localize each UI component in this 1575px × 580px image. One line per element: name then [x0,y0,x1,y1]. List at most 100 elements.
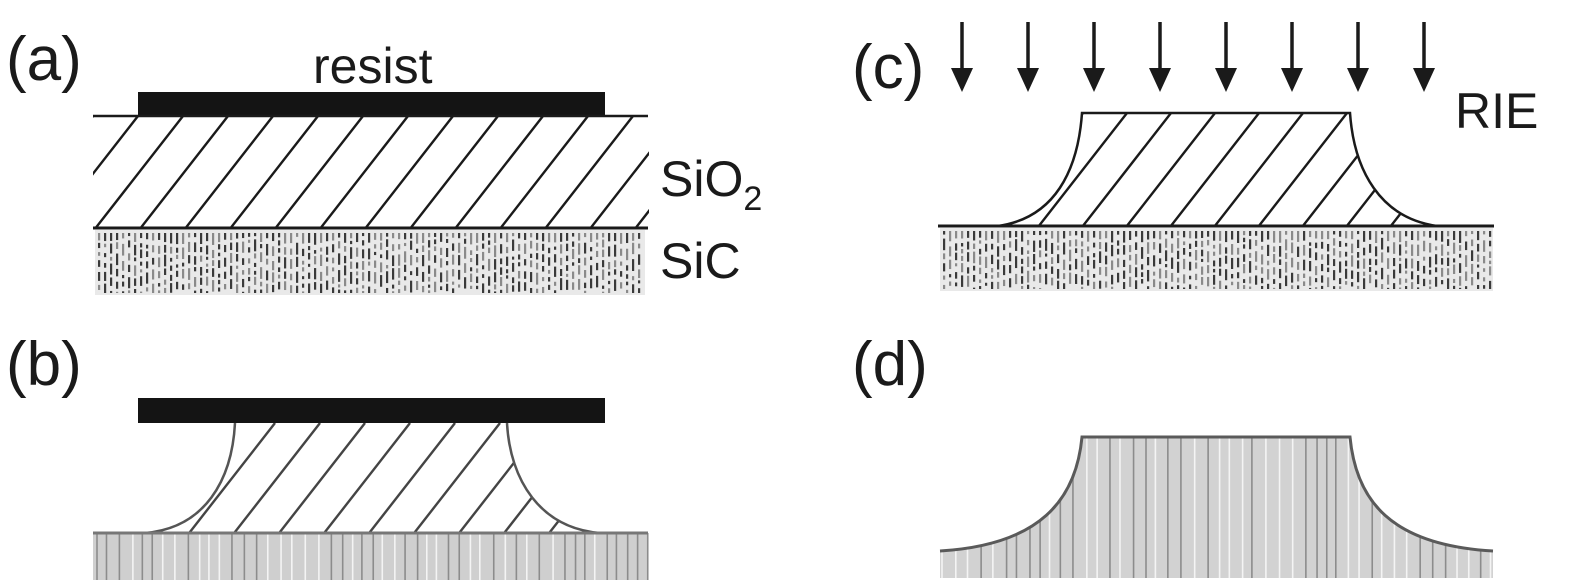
sic-speckle [985,256,988,269]
sic-speckle [104,262,107,268]
sic-speckle [1099,267,1102,275]
sic-speckle [1009,252,1012,262]
sic-speckle [134,233,137,242]
hatch-line [145,423,231,533]
sic-speckle [344,265,347,276]
sic-speckle [1237,281,1240,289]
sic-speckle [1183,241,1186,246]
sic-speckle [476,276,479,284]
sic-speckle [404,264,407,272]
sic-speckle [146,287,149,292]
sic-speckle [1405,286,1408,289]
sic-speckle [973,274,976,282]
sic-speckle [961,255,964,261]
sic-speckle [464,263,467,273]
sic-speckle [350,289,353,293]
sic-speckle [590,247,593,252]
sic-speckle [1483,285,1486,289]
sic-speckle [1153,242,1156,250]
sic-speckle [1393,242,1396,254]
sic-speckle [260,252,263,263]
sic-speckle [344,246,347,252]
sic-speckle [350,233,353,239]
sic-speckle [572,241,575,247]
sic-speckle [991,275,994,279]
sic-speckle [1171,272,1174,282]
sic-speckle [1111,231,1114,243]
sic-speckle [98,260,101,267]
sic-speckle [1111,274,1114,285]
sic-speckle [182,284,185,290]
sic-speckle [1231,281,1234,286]
rie-arrow-head [1149,68,1171,92]
sic-speckle [1189,275,1192,280]
sic-speckle [1213,251,1216,256]
sic-speckle [332,287,335,293]
sic-speckle [110,233,113,241]
sic-speckle [1375,279,1378,288]
sic-speckle [967,267,970,274]
sic-speckle [1033,266,1036,271]
sic-speckle [1327,254,1330,266]
sic-speckle [248,247,251,253]
sic-speckle [1027,284,1030,289]
sic-speckle [194,233,197,238]
sic-speckle [1471,277,1474,286]
sic-speckle [554,254,557,263]
hatch-line [145,423,186,533]
sic-speckle [1093,242,1096,248]
hatch-line [94,116,184,228]
hatch-line [1257,113,1348,226]
sic-speckle [967,275,970,287]
sic-speckle [1057,280,1060,289]
sic-speckle [254,239,257,252]
sic-speckle [1225,231,1228,243]
sic-speckle [290,285,293,293]
sic-speckle [164,244,167,253]
sic-speckle [1081,249,1084,258]
sic-speckle [482,233,485,241]
sic-substrate-b [93,531,649,580]
sic-speckle [1405,250,1408,254]
sic-speckle [320,247,323,252]
sic-speckle [554,246,557,250]
sic-speckle [1345,281,1348,285]
sic-speckle [230,233,233,241]
sic-speckle [1129,231,1132,240]
sic-speckle [260,244,263,249]
sic-speckle [1435,254,1438,265]
sic-speckle [602,249,605,258]
sic-speckle [1153,231,1156,239]
sic-speckle [1267,283,1270,289]
sic-speckle [1225,247,1228,254]
sic-speckle [1093,259,1096,269]
sic-speckle [482,265,485,270]
sic-speckle [536,272,539,285]
sic-speckle [1135,253,1138,265]
sic-speckle [1279,268,1282,279]
sic-speckle [518,233,521,239]
sic-speckle [1273,253,1276,263]
hatch-line [1345,113,1436,226]
sic-speckle [1285,239,1288,251]
sic-speckle [1045,261,1048,269]
sic-speckle [1465,231,1468,237]
sic-speckle [320,283,323,293]
sic-speckle [248,286,251,293]
sic-speckle [1327,267,1330,273]
sic-speckle [158,290,161,293]
sic-speckle [530,260,533,268]
sic-speckle [296,271,299,283]
sic-speckle [314,233,317,245]
sic-speckle [1159,258,1162,265]
sic-speckle [206,245,209,255]
sic-speckle [470,250,473,256]
sic-speckle [128,264,131,273]
sic-speckle [404,233,407,240]
sic-speckle [979,256,982,265]
sic-speckle [1057,231,1060,243]
sic-speckle [284,247,287,255]
sic-speckle [979,248,982,255]
sic-speckle [1477,231,1480,241]
sic-speckle [200,277,203,285]
